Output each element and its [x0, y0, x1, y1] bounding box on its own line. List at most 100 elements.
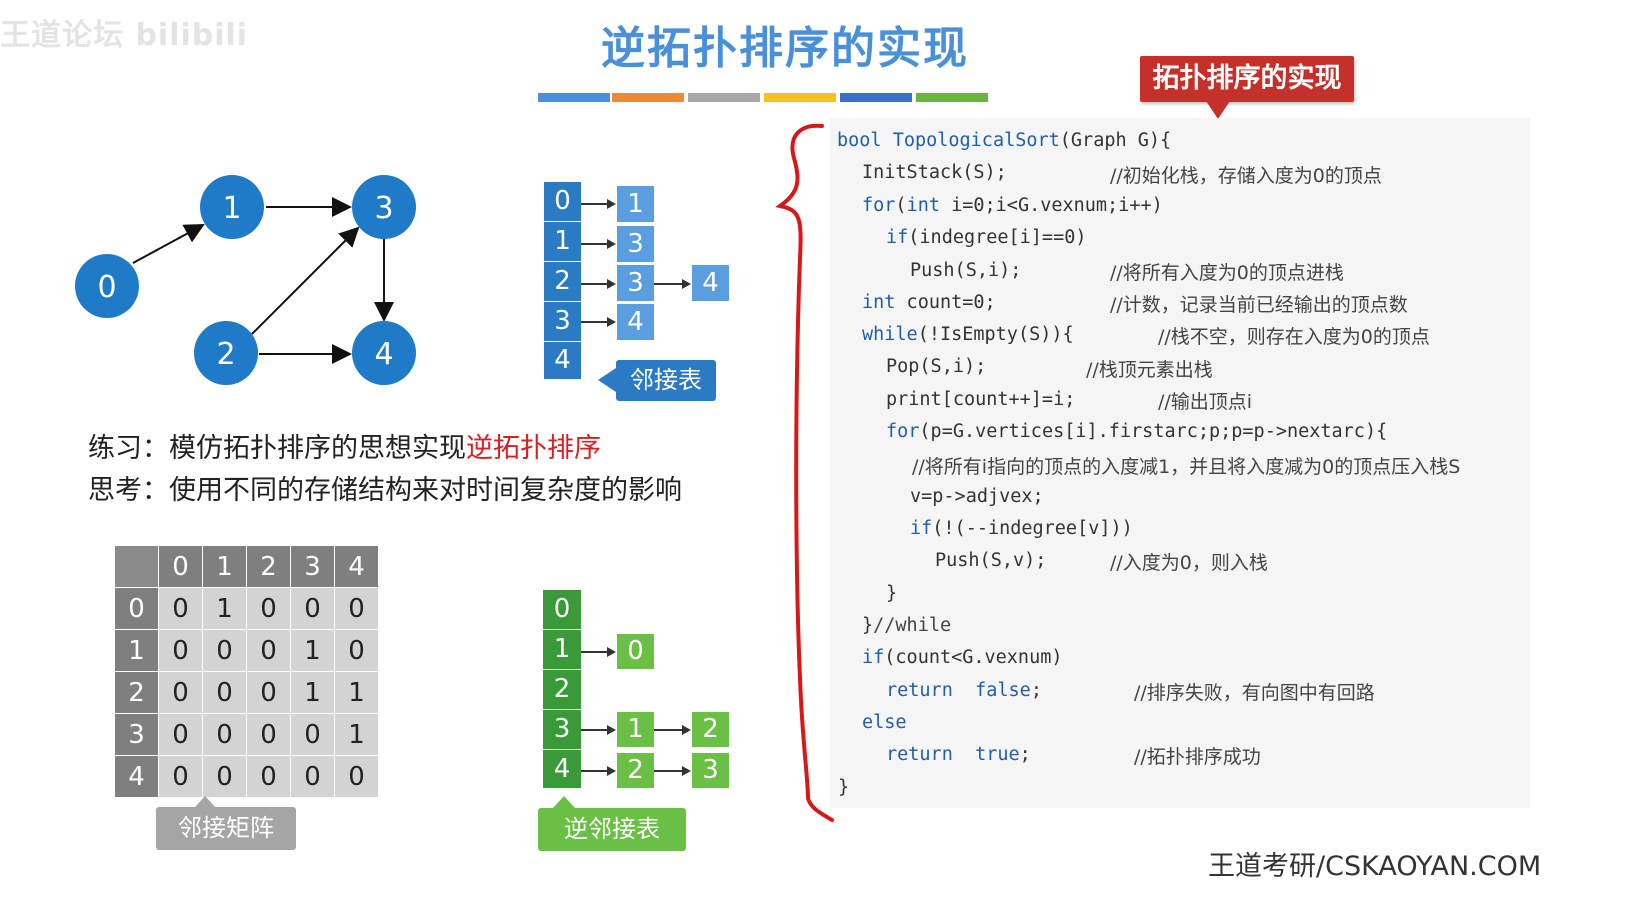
code-comment: //将所有i指向的顶点的入度减1，并且将入度减为0的顶点压入栈S — [912, 456, 1461, 478]
adj-arrow-head — [607, 317, 616, 327]
inv-arrow — [581, 651, 609, 653]
exercise-prefix: 练习：模仿拓扑排序的思想实现 — [88, 433, 466, 464]
graph-node-3: 3 — [352, 175, 416, 239]
code-text: count=0; — [895, 292, 996, 313]
code-text: } — [838, 777, 850, 798]
code-text: (p=G.vertices[i].firstarc;p;p=p->nextarc… — [919, 421, 1388, 442]
code-line: else — [862, 712, 907, 733]
matrix-row-header: 1 — [114, 629, 159, 672]
adj-arrow-head — [607, 239, 616, 249]
code-line: if(indegree[i]==0) — [886, 227, 1087, 248]
code-keyword: else — [862, 712, 907, 733]
adj-node-1-0: 3 — [617, 226, 654, 262]
code-line: } — [838, 777, 849, 798]
matrix-cell: 0 — [158, 671, 203, 714]
svg-text:1: 1 — [222, 191, 241, 226]
svg-text:3: 3 — [374, 191, 393, 226]
adj-arrow — [581, 321, 609, 323]
footer-brand: 王道考研/CSKAOYAN.COM — [1208, 851, 1542, 882]
code-line: }//while — [862, 615, 951, 636]
matrix-row-header: 0 — [114, 587, 159, 630]
adj-arrow — [581, 203, 609, 205]
code-line: InitStack(S); — [862, 162, 1007, 183]
graph-node-0: 0 — [75, 254, 139, 318]
code-comment: //将所有入度为0的顶点进栈 — [1110, 262, 1344, 284]
code-text: ( — [895, 195, 907, 216]
inv-arrow-head — [607, 725, 616, 735]
code-keyword: if — [886, 227, 909, 248]
matrix-cell: 0 — [158, 755, 203, 798]
inv-arrow-head — [607, 647, 616, 657]
code-keyword: while — [862, 324, 918, 345]
code-line: v=p->adjvex; — [910, 486, 1044, 507]
matrix-cell: 0 — [202, 755, 247, 798]
code-text: (count<G.vexnum) — [884, 647, 1063, 668]
adj-node-3-0: 4 — [617, 304, 654, 340]
inv-node-3-1: 2 — [692, 712, 729, 747]
matrix-cell: 1 — [334, 713, 379, 756]
color-bar-segment — [612, 93, 684, 102]
code-line: bool TopologicalSort(Graph G){ — [837, 130, 1171, 151]
color-bar-segment — [688, 93, 760, 102]
code-line: return false; — [886, 680, 1042, 701]
svg-text:0: 0 — [97, 270, 116, 305]
inv-vertex-0: 0 — [543, 590, 581, 629]
inv-arrow — [654, 729, 684, 731]
adj-vertex-3: 3 — [544, 302, 581, 341]
code-keyword: true — [975, 744, 1020, 765]
page-title: 逆拓扑排序的实现 — [601, 23, 969, 74]
matrix-row: 0 0 1 0 0 0 — [114, 587, 379, 630]
matrix-cell: 0 — [246, 755, 291, 798]
code-text: ; — [1019, 744, 1031, 765]
inv-vertex-4: 4 — [543, 750, 581, 788]
inv-node-4-1: 3 — [692, 753, 729, 788]
code-line: for(p=G.vertices[i].firstarc;p;p=p->next… — [886, 421, 1387, 442]
code-keyword: for — [862, 195, 896, 216]
code-text: (!(--indegree[v])) — [932, 518, 1133, 539]
inv-arrow-head — [682, 766, 691, 776]
code-line: while(!IsEmpty(S)){ — [862, 324, 1074, 345]
graph-node-1: 1 — [200, 175, 264, 239]
code-line: Push(S,v); — [935, 550, 1046, 571]
matrix-cell: 1 — [334, 671, 379, 714]
directed-graph: 0 1 2 3 4 — [75, 175, 416, 385]
code-text: v=p->adjvex; — [910, 486, 1044, 507]
matrix-cell: 1 — [202, 587, 247, 630]
inv-node-3-0: 1 — [617, 712, 654, 747]
inv-arrow — [654, 770, 684, 772]
code-comment: //栈顶元素出栈 — [1086, 359, 1213, 381]
matrix-cell: 0 — [158, 713, 203, 756]
code-line: } — [886, 583, 897, 604]
code-line: Push(S,i); — [910, 260, 1021, 281]
code-comment: //栈不空，则存在入度为0的顶点 — [1158, 326, 1430, 348]
code-line: if(!(--indegree[v])) — [910, 518, 1133, 539]
matrix-label-tail — [194, 796, 216, 808]
code-comment: //输出顶点i — [1158, 391, 1253, 413]
adj-vertex-0: 0 — [544, 182, 581, 221]
code-text: i=0;i<G.vexnum;i++) — [939, 195, 1163, 216]
red-brace-annotation — [775, 123, 834, 822]
color-bar-segment — [916, 93, 988, 102]
exercise-highlight: 逆拓扑排序 — [466, 433, 601, 464]
inv-list-label: 逆邻接表 — [538, 808, 686, 851]
adj-node-2-0: 3 — [617, 265, 654, 301]
code-keyword: return — [886, 744, 953, 765]
inv-arrow — [581, 770, 609, 772]
matrix-row: 4 0 0 0 0 0 — [114, 755, 379, 798]
inv-arrow — [581, 729, 609, 731]
code-comment: //拓扑排序成功 — [1134, 746, 1261, 768]
code-text: InitStack(S); — [862, 162, 1007, 183]
code-text: Push(S,i); — [910, 260, 1022, 281]
matrix-col-header: 4 — [334, 545, 379, 588]
matrix-col-header: 3 — [290, 545, 335, 588]
code-function-name: TopologicalSort — [892, 130, 1060, 151]
code-line: Pop(S,i); — [886, 356, 986, 377]
code-text: (indegree[i]==0) — [908, 227, 1087, 248]
matrix-cell: 0 — [290, 587, 335, 630]
code-line: return true; — [886, 744, 1031, 765]
matrix-row: 2 0 0 0 1 1 — [114, 671, 379, 714]
inv-vertex-3: 3 — [543, 710, 581, 749]
matrix-corner — [114, 545, 159, 588]
watermark: 王道论坛 bilibili — [0, 18, 249, 53]
matrix-cell: 0 — [246, 587, 291, 630]
